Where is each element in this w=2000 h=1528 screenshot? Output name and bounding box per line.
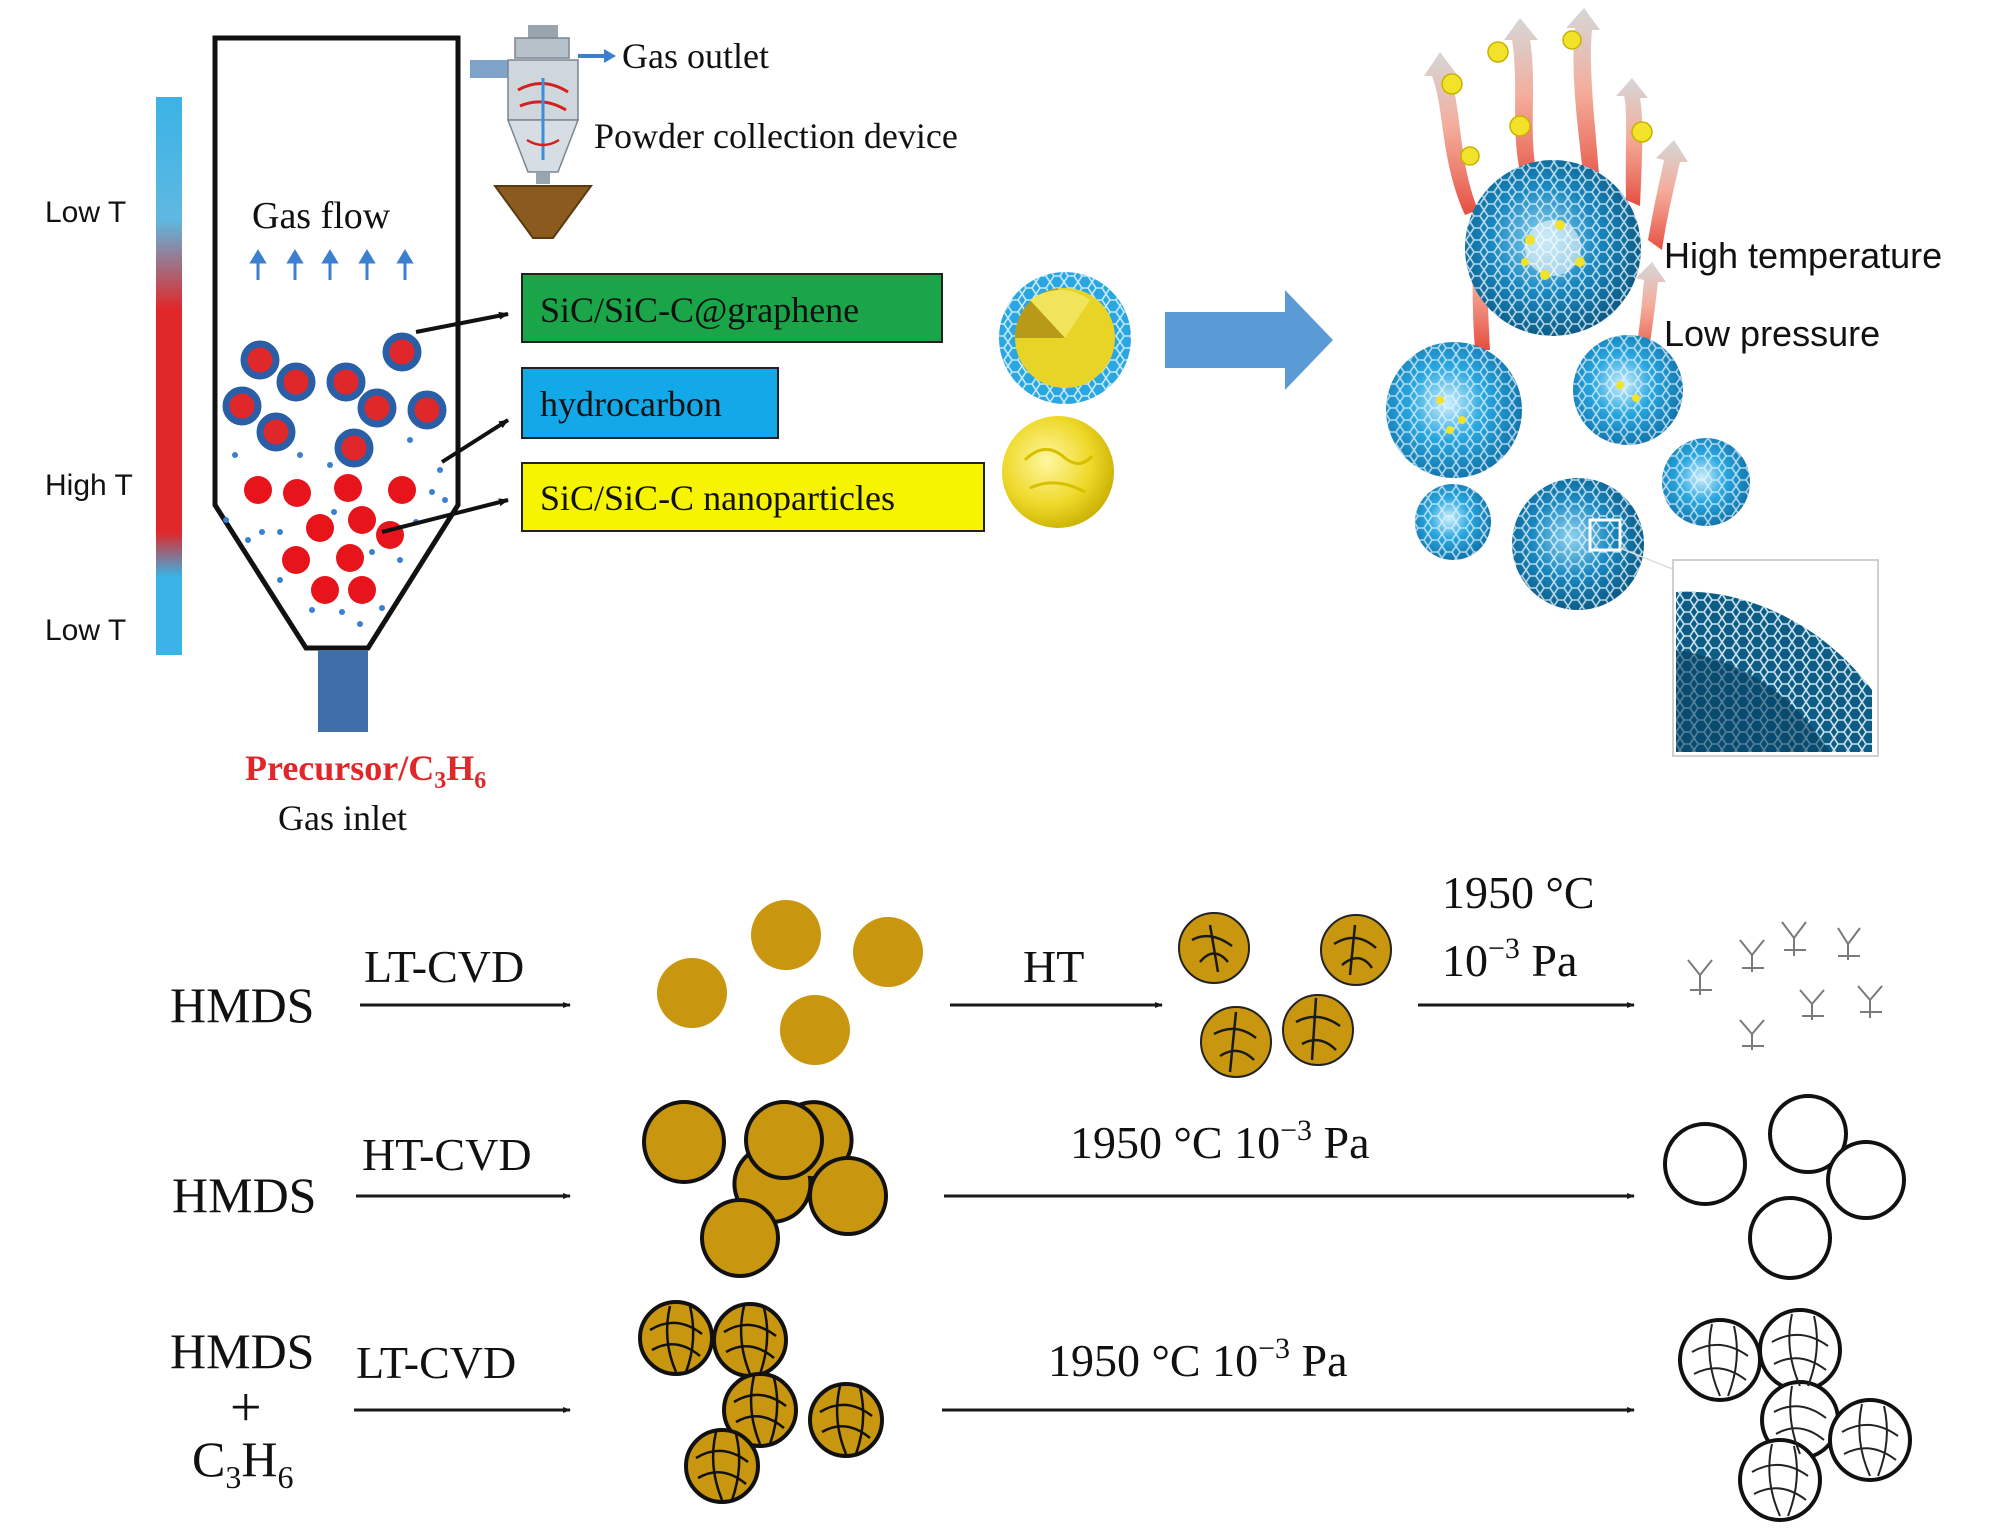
svg-text:SiC/SiC-C@graphene: SiC/SiC-C@graphene [540,290,859,330]
row1-reactant: HMDS [170,977,314,1033]
low-t-top-label: Low T [45,196,126,229]
legend-nanoparticles: SiC/SiC-C nanoparticles [521,462,985,532]
row2-hollow-shells [1663,1094,1906,1280]
gas-inlet-pipe [318,650,368,732]
graphene-shell-medium-left [1386,342,1522,478]
svg-text:SiC/SiC-C nanoparticles: SiC/SiC-C nanoparticles [540,478,895,518]
process-direction-arrow [1165,290,1333,390]
gas-flow-arrows [249,249,414,280]
bare-particles [244,474,416,604]
row3-reactant-top: HMDS [170,1323,314,1379]
legend-hydrocarbon: hydrocarbon [521,367,779,439]
row3-crosslinked-particles [638,1300,884,1504]
row2-fused-particles [642,1100,888,1278]
row2-final-condition: 1950 °C 10−3 Pa [1070,1114,1370,1168]
low-t-bottom-label: Low T [45,614,126,647]
legend-graphene: SiC/SiC-C@graphene [521,273,943,343]
row1-gold-particles [657,900,923,1065]
low-pressure-label: Low pressure [1664,313,1880,354]
evaporated-atoms [1441,30,1653,166]
row1-ht-particles [1178,912,1392,1078]
svg-text:hydrocarbon: hydrocarbon [540,384,722,424]
row2-step1-label: HT-CVD [362,1129,532,1180]
temperature-gradient-bar [156,97,182,655]
zoom-inset [1672,559,1879,757]
row1-final-pressure: 10−3 Pa [1442,932,1577,986]
row3-reactant-plus: + [230,1377,262,1439]
row1-graphene-flakes [1687,921,1883,1050]
graphene-shell-small-left [1415,484,1491,560]
row1-step1-label: LT-CVD [364,941,524,992]
row1-final-temp: 1950 °C [1442,867,1595,918]
powder-collection-label: Powder collection device [594,116,958,156]
gas-outlet-label: Gas outlet [622,36,769,76]
hydrocarbon-dots [223,437,448,627]
row1-step2-label: HT [1023,941,1084,992]
row3-reactant-bottom: C3H6 [192,1431,293,1495]
coated-particles [222,332,447,468]
graphene-shell-hollow [1512,478,1644,610]
evaporation-plumes [1424,8,1688,358]
row3-final-condition: 1950 °C 10−3 Pa [1048,1332,1348,1386]
legend-pointer-arrows [381,311,510,534]
row2-reactant: HMDS [172,1167,316,1223]
graphene-shell-medium-right [1573,335,1683,445]
high-t-label: High T [45,469,133,502]
graphene-shell-large [1465,160,1641,336]
row3-step1-label: LT-CVD [356,1337,516,1388]
core-shell-particle-icon [999,272,1131,404]
row3-hollow-network [1678,1308,1912,1522]
gas-flow-label: Gas flow [252,195,391,237]
graphene-shell-small-right [1662,438,1750,526]
powder-collection-device [470,25,593,239]
precursor-label: Precursor/C3H6 [245,748,486,794]
high-temperature-label: High temperature [1664,235,1942,276]
gas-outlet-arrow [578,49,616,63]
yellow-nanoparticle-icon [1002,416,1114,528]
gas-inlet-label: Gas inlet [278,798,407,838]
